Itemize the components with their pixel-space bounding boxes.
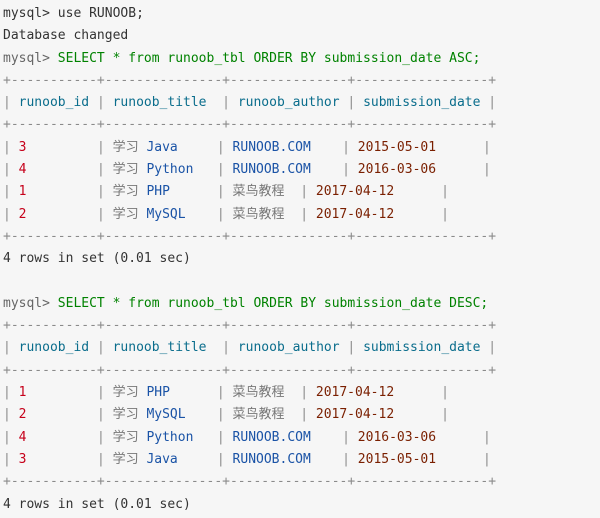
cell-title-cjk: 学习 [112, 429, 139, 445]
summary-text: 4 rows in set (0.01 sec) [3, 496, 191, 512]
cell-title: MySQL [146, 407, 186, 423]
cell-title-cjk: 学习 [112, 385, 139, 401]
cell-author: RUNOOB.COM [232, 451, 311, 467]
cell-id: 4 [18, 162, 27, 178]
prompt-line-select-desc: mysql> SELECT * from runoob_tbl ORDER BY… [3, 293, 600, 315]
cell-id: 2 [18, 407, 27, 423]
cell-id: 1 [18, 385, 27, 401]
cell-id: 4 [18, 429, 27, 445]
table2-header-date: submission_date [363, 340, 481, 356]
table2-summary: 4 rows in set (0.01 sec) [3, 494, 600, 516]
prompt: mysql> [3, 6, 50, 21]
blank-line [3, 271, 600, 293]
cell-date: 2017-04-12 [315, 407, 395, 423]
cell-id: 3 [18, 139, 27, 155]
cell-title: MySQL [146, 206, 186, 222]
cell-author: RUNOOB.COM [232, 139, 311, 155]
command-select-desc: SELECT * from runoob_tbl ORDER BY submis… [57, 295, 489, 311]
table1-header-title: runoob_title [112, 95, 207, 111]
cell-author: RUNOOB.COM [232, 162, 311, 178]
prompt: mysql> [3, 295, 50, 311]
cell-date: 2016-03-06 [357, 162, 437, 178]
summary-text: 4 rows in set (0.01 sec) [3, 251, 191, 267]
table1-header-date: submission_date [363, 95, 481, 111]
table-row: | 4 | 学习 Python | RUNOOB.COM | 2016-03-0… [3, 162, 491, 178]
table-row: | 2 | 学习 MySQL | 菜鸟教程 | 2017-04-12 | [3, 407, 449, 423]
cell-id: 3 [18, 451, 27, 467]
table2-border-bottom: +-----------+---------------+-----------… [3, 474, 497, 490]
cell-id: 2 [18, 206, 27, 222]
cell-title: Java [146, 451, 178, 467]
table1-border-bottom: +-----------+---------------+-----------… [3, 228, 497, 244]
cell-date: 2015-05-01 [357, 139, 437, 155]
output-text: Database changed [3, 28, 129, 44]
table1-header-row: | runoob_id | runoob_title | runoob_auth… [3, 95, 497, 111]
prompt-line-use: mysql> use RUNOOB; [3, 3, 600, 25]
table1-header-author: runoob_author [237, 95, 340, 111]
cell-date: 2017-04-12 [315, 184, 395, 200]
command-select-asc: SELECT * from runoob_tbl ORDER BY submis… [57, 50, 481, 66]
cell-id: 1 [18, 184, 27, 200]
cell-author: RUNOOB.COM [232, 429, 311, 445]
cell-author: 菜鸟教程 [232, 385, 285, 401]
prompt: mysql> [3, 50, 50, 66]
cell-author: 菜鸟教程 [232, 407, 285, 423]
table1-header-id: runoob_id [18, 95, 90, 111]
table-row: | 2 | 学习 MySQL | 菜鸟教程 | 2017-04-12 | [3, 206, 449, 222]
cell-author: 菜鸟教程 [232, 206, 285, 222]
table1-border-mid: +-----------+---------------+-----------… [3, 117, 497, 133]
cell-title-cjk: 学习 [112, 139, 139, 155]
cell-title-cjk: 学习 [112, 184, 139, 200]
cell-date: 2016-03-06 [357, 429, 437, 445]
cell-title: Python [146, 162, 194, 178]
table2-header-title: runoob_title [112, 340, 207, 356]
table-row: | 1 | 学习 PHP | 菜鸟教程 | 2017-04-12 | [3, 184, 449, 200]
table-row: | 1 | 学习 PHP | 菜鸟教程 | 2017-04-12 | [3, 385, 449, 401]
cell-title: PHP [146, 385, 170, 401]
table1-border-top: +-----------+---------------+-----------… [3, 72, 497, 88]
table-row: | 4 | 学习 Python | RUNOOB.COM | 2016-03-0… [3, 429, 491, 445]
table2-border-top: +-----------+---------------+-----------… [3, 318, 497, 334]
table-row: | 3 | 学习 Java | RUNOOB.COM | 2015-05-01 … [3, 451, 491, 467]
table1-summary: 4 rows in set (0.01 sec) [3, 248, 600, 270]
cell-date: 2017-04-12 [315, 206, 395, 222]
prompt-line-select-asc: mysql> SELECT * from runoob_tbl ORDER BY… [3, 48, 600, 70]
cell-title: Java [146, 139, 178, 155]
cell-title-cjk: 学习 [112, 451, 139, 467]
table2-header-author: runoob_author [237, 340, 340, 356]
cell-author: 菜鸟教程 [232, 184, 285, 200]
cell-title-cjk: 学习 [112, 407, 139, 423]
table-row: | 3 | 学习 Java | RUNOOB.COM | 2015-05-01 … [3, 139, 491, 155]
cell-title: PHP [146, 184, 170, 200]
cell-title-cjk: 学习 [112, 206, 139, 222]
cell-title-cjk: 学习 [112, 162, 139, 178]
command-use: use RUNOOB; [57, 6, 144, 21]
cell-date: 2015-05-01 [357, 451, 437, 467]
cell-title: Python [146, 429, 194, 445]
table2-header-row: | runoob_id | runoob_title | runoob_auth… [3, 340, 497, 356]
table2-border-mid: +-----------+---------------+-----------… [3, 362, 497, 378]
table2-header-id: runoob_id [18, 340, 90, 356]
cell-date: 2017-04-12 [315, 385, 395, 401]
output-database-changed: Database changed [3, 25, 600, 47]
